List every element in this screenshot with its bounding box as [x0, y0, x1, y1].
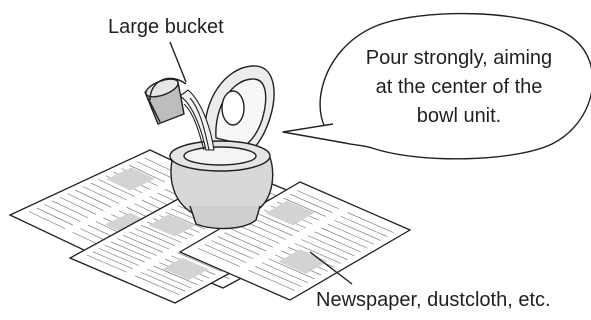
lid-hole	[222, 91, 244, 125]
bucket-label: Large bucket	[108, 17, 224, 37]
bucket-leader-line	[170, 42, 186, 82]
toilet-bowl-unit	[170, 66, 274, 229]
newspaper-label: Newspaper, dustcloth, etc.	[316, 290, 551, 310]
large-bucket	[144, 76, 186, 124]
callout-line-3: bowl unit.	[335, 102, 583, 131]
bowl-opening	[184, 147, 256, 165]
callout-line-1: Pour strongly, aiming	[335, 44, 583, 73]
callout-line-2: at the center of the	[335, 73, 583, 102]
callout-text: Pour strongly, aiming at the center of t…	[335, 44, 583, 131]
